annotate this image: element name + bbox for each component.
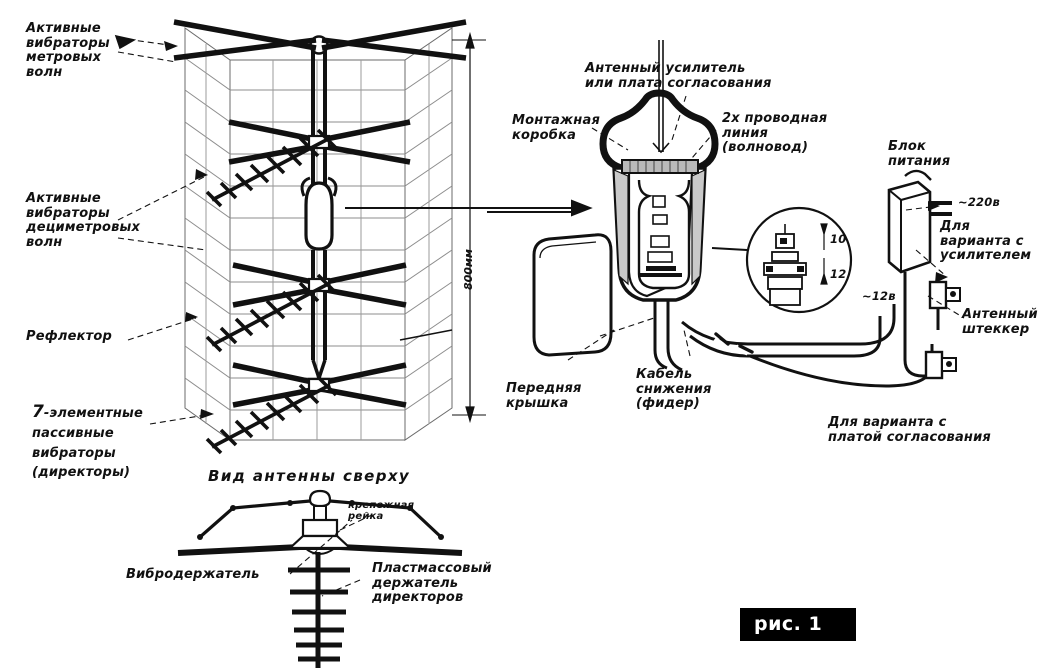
label-passive-directors: 7-элементные пассивные вибраторы (директ… [32, 402, 143, 481]
leader-lines [117, 37, 965, 597]
label-variant-with-board: Для варианта с платой согласования [828, 415, 991, 445]
detail-inset-circle [711, 206, 853, 314]
feeder-cable [681, 304, 896, 358]
figure-caption-box: рис. 1 [740, 608, 857, 641]
top-view-diagram [177, 489, 463, 668]
leader-solid [114, 34, 453, 341]
mount-box-assembly [599, 40, 719, 372]
antenna-plug-upper [928, 280, 961, 330]
label-plastic-director-holder: Пластмассовый держатель директоров [372, 561, 492, 606]
leader-arrowheads [164, 41, 948, 419]
label-variant-with-amplifier: Для варианта с усилителем [940, 219, 1032, 264]
label-height-dimension: 800мм [462, 249, 475, 290]
explode-arrow [345, 199, 593, 217]
label-passive-count: 7 [32, 402, 44, 422]
uhf-director-array-1 [205, 128, 338, 208]
label-front-cover: Передняя крышка [506, 381, 582, 411]
label-mains-voltage: ~220в [958, 195, 1000, 209]
antenna-plug-lower [924, 350, 957, 380]
label-active-meter-dipoles: Активные вибраторы метровых волн [26, 21, 110, 80]
uhf-director-array-2 [205, 273, 338, 353]
label-vibro-holder: Вибродержатель [126, 567, 260, 582]
label-antenna-amplifier: Антенный усилитель или плата согласовани… [585, 61, 772, 91]
height-dimension [452, 31, 486, 424]
label-active-decimeter-dipoles: Активные вибраторы дециметровых волн [26, 191, 141, 250]
label-reflector: Рефлектор [26, 329, 112, 344]
label-mount-box: Монтажная коробка [512, 113, 600, 143]
front-cover [532, 233, 613, 357]
label-passive-text: -элементные пассивные вибраторы (директо… [32, 406, 143, 481]
antenna-boom [300, 35, 338, 384]
uhf-director-array-3 [205, 375, 338, 455]
power-supply-block [887, 169, 952, 378]
label-top-view-title: Вид антенны сверху [208, 467, 411, 485]
label-dc-voltage: ~12в [862, 289, 896, 303]
label-two-wire-line: 2х проводная линия (волновод) [722, 111, 828, 156]
label-power-supply: Блок питания [888, 139, 951, 169]
label-antenna-plug: Антенный штеккер [962, 307, 1038, 337]
label-inset-dimension-10: 10 [830, 232, 847, 246]
label-mount-rail: крепежная рейка [348, 500, 415, 523]
label-inset-dimension-12: 12 [830, 267, 847, 281]
label-feeder-cable: Кабель снижения (фидер) [636, 367, 712, 412]
